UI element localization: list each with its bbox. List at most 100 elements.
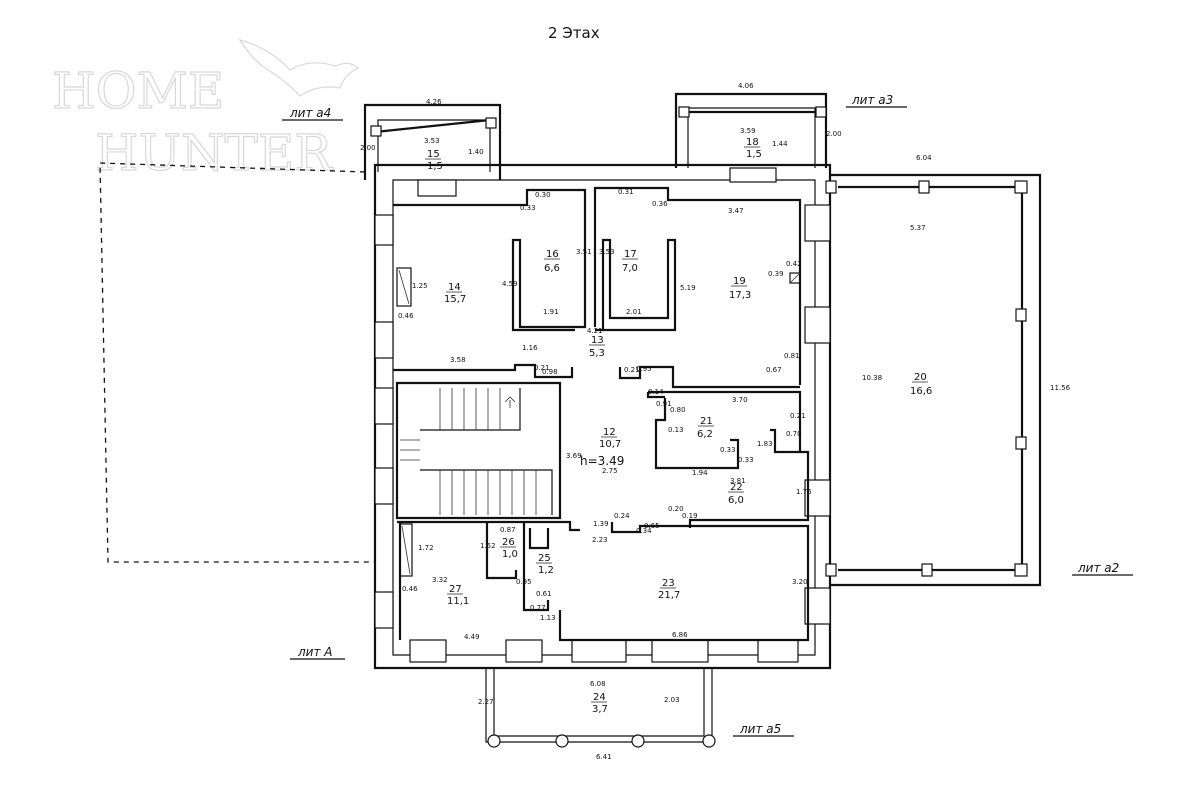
room-area: 7,0 <box>622 263 638 274</box>
room-area: 6,6 <box>544 263 560 274</box>
room-number: 16 <box>546 249 559 260</box>
lit-labels: лит a4 лит a3 лит a2 лит a5 лит A <box>282 93 1133 737</box>
floor-title: 2 Этах <box>548 24 600 42</box>
room-area: 1,2 <box>538 565 554 576</box>
dim-label: 2.23 <box>592 536 608 544</box>
room-17-label: 17 7,0 <box>622 249 638 274</box>
dimension-labels: 4.26 3.53 1.40 2.00 4.06 3.59 1.44 2.00 … <box>360 82 1071 761</box>
home-hunter-watermark: HOME HUNTER <box>51 39 360 183</box>
dashed-adjacent-outline <box>99 162 375 563</box>
dim-label: 1.91 <box>543 308 559 316</box>
room-23-label: 23 21,7 <box>658 578 680 601</box>
dim-label: 10.38 <box>862 374 882 382</box>
dim-label: 1.16 <box>522 344 538 352</box>
dim-label: 1.13 <box>540 614 556 622</box>
dim-label: 0.13 <box>668 426 684 434</box>
room-number: 19 <box>733 276 746 287</box>
dim-label: 0.33 <box>720 446 736 454</box>
dim-label: 6.41 <box>596 753 612 761</box>
room-area: 3,7 <box>592 704 608 715</box>
dim-label: 6.86 <box>672 631 688 639</box>
dim-label: 6.08 <box>590 680 606 688</box>
room-number: 21 <box>700 416 713 427</box>
dim-label: 3.53 <box>424 137 440 145</box>
dim-label: 6.04 <box>916 154 932 162</box>
room-area: 5,3 <box>589 348 605 359</box>
room-number: 23 <box>662 578 675 589</box>
room-area: 17,3 <box>729 290 751 301</box>
dim-label: 4.21 <box>587 327 603 335</box>
dim-label: 0.33 <box>520 204 536 212</box>
room-19-label: 19 17,3 <box>729 276 751 301</box>
room-area: 6,2 <box>697 429 713 440</box>
dim-label: 0.42 <box>786 260 802 268</box>
dim-label: 0.91 <box>656 400 672 408</box>
dim-label: 0.67 <box>766 366 782 374</box>
dim-label: 0.98 <box>542 368 558 376</box>
room-25-label: 25 1,2 <box>536 553 554 576</box>
dim-label: 5.19 <box>680 284 696 292</box>
dim-label: 1.25 <box>412 282 428 290</box>
room-number: 15 <box>427 149 440 160</box>
room-number: 24 <box>593 692 606 703</box>
dim-label: 0.46 <box>402 585 418 593</box>
room-area: 21,7 <box>658 590 680 601</box>
dim-label: 1.40 <box>468 148 484 156</box>
dim-label: 3.32 <box>432 576 448 584</box>
room-number: 22 <box>730 482 743 493</box>
dim-label: 1.76 <box>796 488 812 496</box>
dim-label: 3.20 <box>792 578 808 586</box>
room-15-label: 15 1,5 <box>425 149 443 172</box>
interior-partitions <box>393 186 810 642</box>
room-number: 12 <box>603 427 616 438</box>
lit-a4-label: лит a4 <box>289 106 331 120</box>
dim-label: 3.51 <box>576 248 592 256</box>
dim-label: 4.59 <box>502 280 518 288</box>
dim-label: 0.21 <box>534 364 550 372</box>
dim-label: 0.33 <box>738 456 754 464</box>
room-number: 17 <box>624 249 637 260</box>
room-number: 14 <box>448 282 461 293</box>
room-12-label: 12 10,7 <box>599 427 621 450</box>
dim-label: 0.46 <box>398 312 414 320</box>
dim-label: 5.37 <box>910 224 926 232</box>
building-walls <box>363 92 1042 748</box>
dim-label: 0.31 <box>618 188 634 196</box>
dim-label: 3.81 <box>730 477 746 485</box>
room-27-label: 27 11,1 <box>447 584 469 607</box>
room-18-label: 18 1,5 <box>744 137 762 160</box>
room-24-label: 24 3,7 <box>591 692 608 715</box>
dim-label: 0.14 <box>648 388 664 396</box>
dim-label: 0.30 <box>535 191 551 199</box>
dim-label: 4.26 <box>426 98 442 106</box>
dim-label: 0.65 <box>644 522 660 530</box>
watermark-line1: HOME <box>52 62 224 120</box>
dim-label: 1.83 <box>757 440 773 448</box>
dim-label: 4.06 <box>738 82 754 90</box>
dim-label: 2.01 <box>626 308 642 316</box>
dim-label: 3.53 <box>599 248 615 256</box>
dim-label: 0.39 <box>768 270 784 278</box>
dim-label: 2.75 <box>602 467 618 475</box>
dim-label: 11.56 <box>1050 384 1071 392</box>
ceiling-height-note: h=3.49 <box>580 454 624 468</box>
room-area: 10,7 <box>599 439 621 450</box>
room-22-label: 22 6,0 <box>728 482 744 506</box>
dim-label: 1.39 <box>593 520 609 528</box>
dim-label: 3.47 <box>728 207 744 215</box>
room-16-label: 16 6,6 <box>544 249 560 274</box>
room-14-label: 14 15,7 <box>444 282 466 305</box>
dim-label: 3.59 <box>740 127 756 135</box>
room-labels: 14 15,7 15 1,5 16 6,6 17 7,0 18 1,5 19 1… <box>425 137 932 715</box>
room-number: 25 <box>538 553 551 564</box>
dim-label: 0.34 <box>636 527 652 535</box>
room-number: 18 <box>746 137 759 148</box>
dim-label: 0.19 <box>682 512 698 520</box>
dim-label: 1.52 <box>480 542 496 550</box>
dim-label: 0.36 <box>652 200 668 208</box>
dim-label: 2.00 <box>360 144 376 152</box>
room-area: 6,0 <box>728 495 744 506</box>
dim-label: 2.27 <box>478 698 494 706</box>
dim-label: 0.70 <box>786 430 802 438</box>
